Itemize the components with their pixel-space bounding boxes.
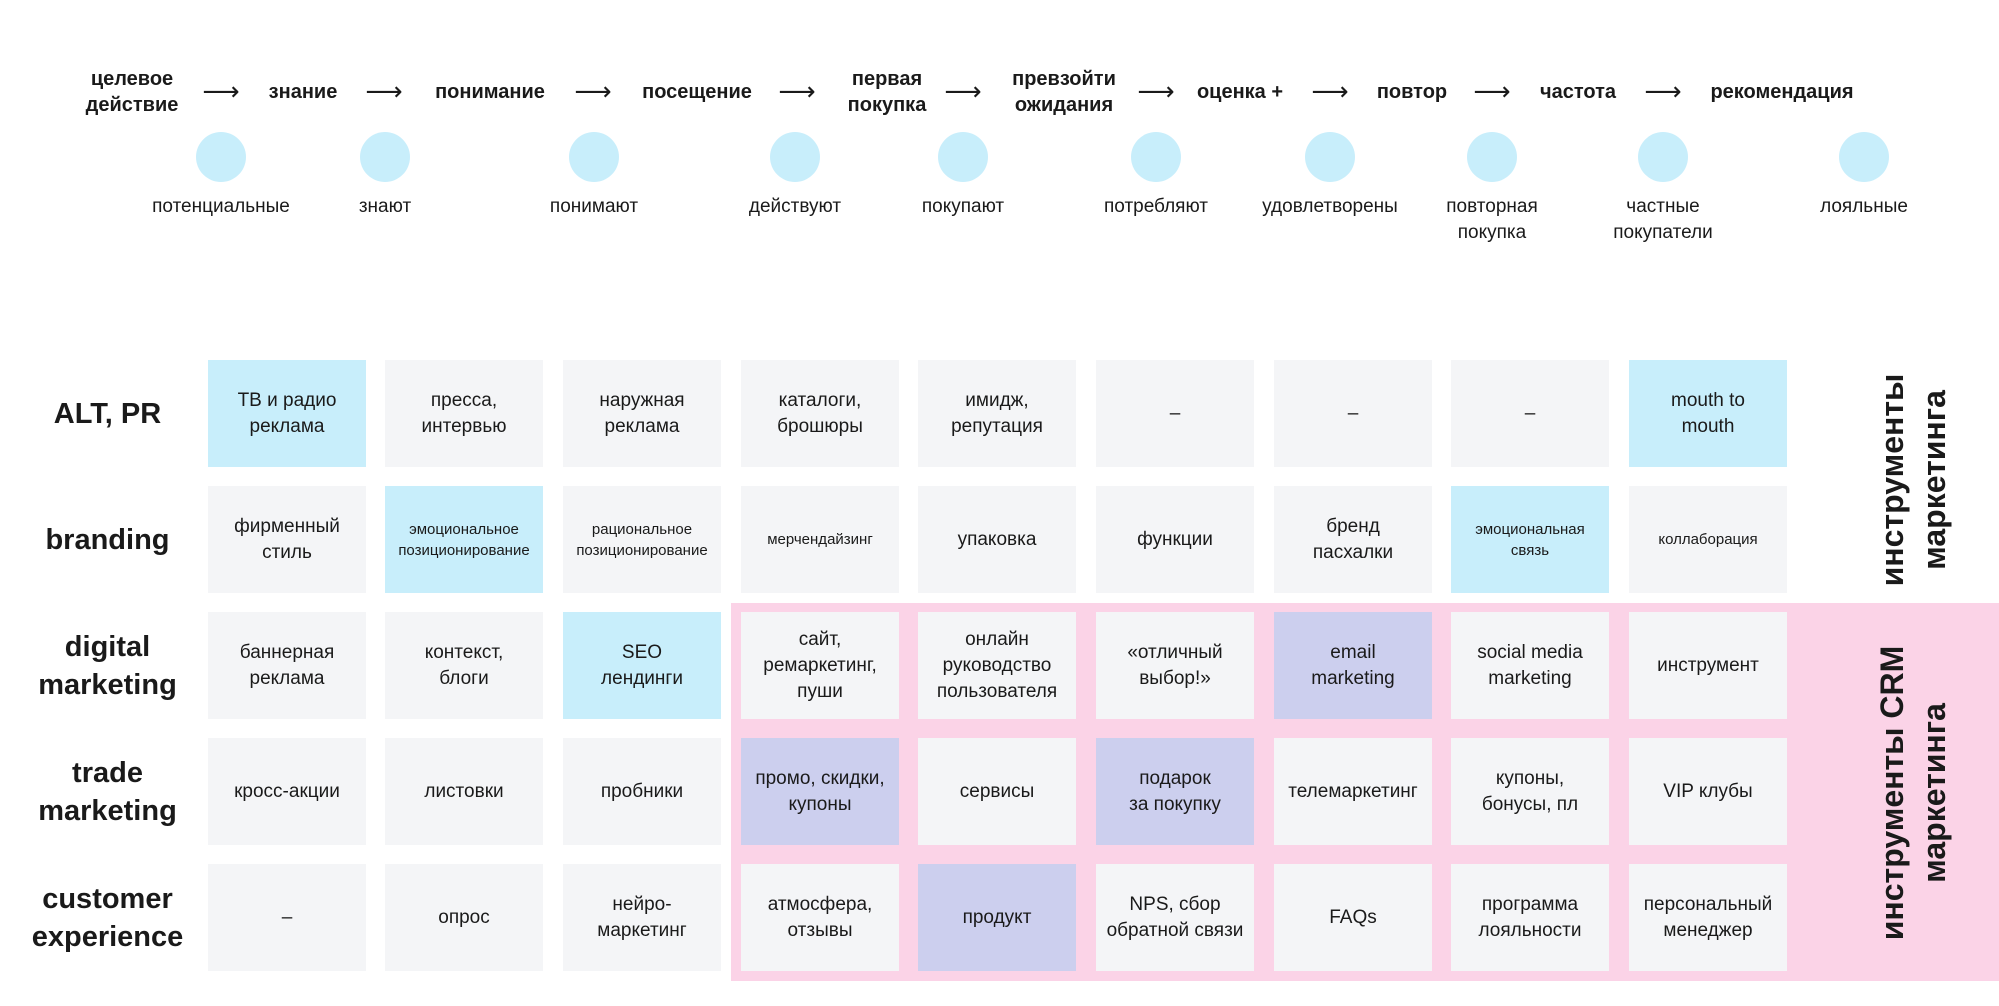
arrow-right-icon: ⟶ <box>1137 77 1175 107</box>
matrix-cell: опрос <box>385 864 543 971</box>
arrow-right-icon: ⟶ <box>202 77 240 107</box>
matrix-cell: контекст, блоги <box>385 612 543 719</box>
funnel-step: рекомендация <box>1710 81 1854 103</box>
matrix-cell: программа лояльности <box>1451 864 1609 971</box>
row-label: customer experience <box>31 882 184 953</box>
funnel-step: превзойти ожидания <box>1012 68 1116 116</box>
matrix-cell: промо, скидки, купоны <box>741 738 899 845</box>
stage-label: потенциальные <box>152 196 290 217</box>
funnel-step: целевое действие <box>85 68 179 116</box>
funnel-step: повтор <box>1376 81 1448 103</box>
matrix-cell: листовки <box>385 738 543 845</box>
matrix-cell: mouth to mouth <box>1629 360 1787 467</box>
matrix-cell: кросс-акции <box>208 738 366 845</box>
matrix-cell: – <box>208 864 366 971</box>
stage-dot <box>770 132 820 182</box>
matrix-cell: рациональное позиционирование <box>563 486 721 593</box>
stage-dot <box>1467 132 1517 182</box>
matrix-cell: фирменный стиль <box>208 486 366 593</box>
matrix-cell: VIP клубы <box>1629 738 1787 845</box>
funnel-step: понимание <box>435 81 545 103</box>
matrix-cell: бренд пасхалки <box>1274 486 1432 593</box>
funnel-step: знание <box>268 81 338 103</box>
matrix-cell: – <box>1451 360 1609 467</box>
stage-label: покупают <box>921 196 1005 217</box>
matrix-cell: SEO лендинги <box>563 612 721 719</box>
arrow-right-icon: ⟶ <box>574 77 612 107</box>
matrix-cell: подарок за покупку <box>1096 738 1254 845</box>
matrix-cell: пресса, интервью <box>385 360 543 467</box>
matrix-cell: email marketing <box>1274 612 1432 719</box>
funnel-step: оценка + <box>1196 81 1284 103</box>
arrow-right-icon: ⟶ <box>778 77 816 107</box>
matrix-cell: эмоциональная связь <box>1451 486 1609 593</box>
funnel-step: частота <box>1539 81 1617 103</box>
matrix-cell: эмоциональное позиционирование <box>385 486 543 593</box>
stage-label: удовлетворены <box>1262 196 1398 217</box>
matrix-cell: ТВ и радио реклама <box>208 360 366 467</box>
row-label: branding <box>45 523 170 556</box>
matrix-cell: NPS, сбор обратной связи <box>1096 864 1254 971</box>
stage-label: лояльные <box>1820 196 1908 217</box>
funnel-step: первая покупка <box>847 68 927 116</box>
matrix-cell: нейро- маркетинг <box>563 864 721 971</box>
stage-dot <box>360 132 410 182</box>
row-label: ALT, PR <box>53 397 162 430</box>
arrow-right-icon: ⟶ <box>1311 77 1349 107</box>
side-label-crm-tools: инструменты CRM маркетинга <box>1874 645 1952 941</box>
matrix-cell: сервисы <box>918 738 1076 845</box>
matrix-cell: «отличный выбор!» <box>1096 612 1254 719</box>
matrix-cell: функции <box>1096 486 1254 593</box>
stage-dot <box>1839 132 1889 182</box>
matrix-cell: коллаборация <box>1629 486 1787 593</box>
funnel-step: посещение <box>642 81 752 103</box>
matrix-cell: social media marketing <box>1451 612 1609 719</box>
matrix-cell: пробники <box>563 738 721 845</box>
matrix-cell: персональный менеджер <box>1629 864 1787 971</box>
matrix-cell: онлайн руководство пользователя <box>918 612 1076 719</box>
matrix-cell: – <box>1096 360 1254 467</box>
matrix-cell: имидж, репутация <box>918 360 1076 467</box>
matrix-cell: купоны, бонусы, пл <box>1451 738 1609 845</box>
stage-dot <box>938 132 988 182</box>
stage-label: знают <box>358 196 412 217</box>
row-label: trade marketing <box>38 756 177 827</box>
arrow-right-icon: ⟶ <box>1473 77 1511 107</box>
stage-dot <box>1131 132 1181 182</box>
stage-dot <box>569 132 619 182</box>
stage-dot <box>1305 132 1355 182</box>
matrix-cell: упаковка <box>918 486 1076 593</box>
stage-label: потребляют <box>1104 196 1208 217</box>
matrix-cell: атмосфера, отзывы <box>741 864 899 971</box>
arrow-right-icon: ⟶ <box>1644 77 1682 107</box>
stage-label: понимают <box>549 196 639 217</box>
matrix-cell: телемаркетинг <box>1274 738 1432 845</box>
matrix-cell: наружная реклама <box>563 360 721 467</box>
matrix-cell: баннерная реклама <box>208 612 366 719</box>
matrix-cell: мерчендайзинг <box>741 486 899 593</box>
matrix-cell: продукт <box>918 864 1076 971</box>
stage-label: действуют <box>748 196 842 217</box>
side-label-marketing-tools: инструменты маркетинга <box>1874 373 1952 587</box>
matrix-cell: инструмент <box>1629 612 1787 719</box>
row-label: digital marketing <box>38 630 177 701</box>
stage-dot <box>1638 132 1688 182</box>
stage-label: повторная покупка <box>1446 196 1538 243</box>
stage-dot <box>196 132 246 182</box>
matrix-cell: каталоги, брошюры <box>741 360 899 467</box>
arrow-right-icon: ⟶ <box>944 77 982 107</box>
arrow-right-icon: ⟶ <box>365 77 403 107</box>
stage-label: частные покупатели <box>1613 196 1713 243</box>
matrix-cell: сайт, ремаркетинг, пуши <box>741 612 899 719</box>
matrix-cell: FAQs <box>1274 864 1432 971</box>
matrix-cell: – <box>1274 360 1432 467</box>
